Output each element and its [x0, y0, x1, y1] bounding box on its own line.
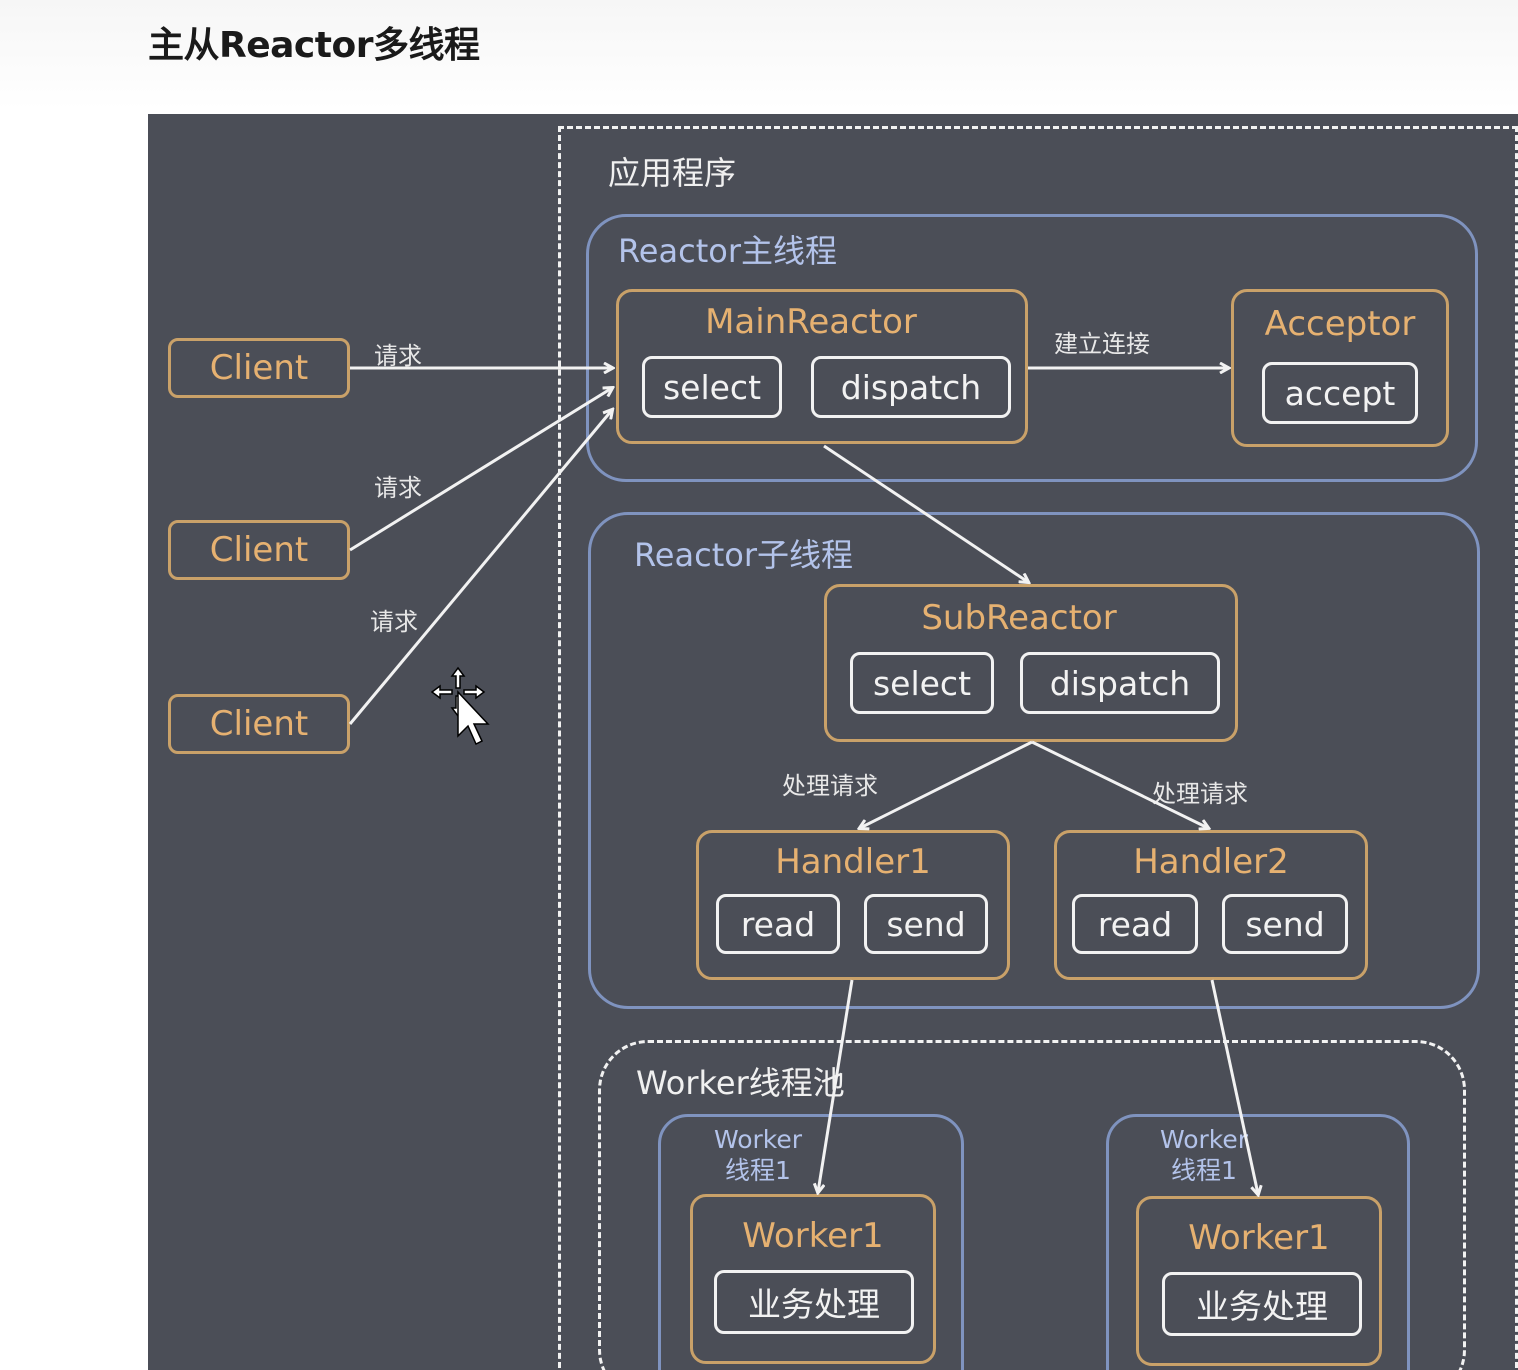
- handle-label-left: 处理请求: [782, 772, 878, 800]
- acceptor-title: Acceptor: [1264, 304, 1416, 344]
- handle-label-right: 处理请求: [1152, 780, 1248, 808]
- sub-reactor-select: select: [850, 652, 994, 714]
- handler1-send: send: [864, 894, 988, 954]
- page-title: 主从Reactor多线程: [148, 25, 480, 66]
- worker-pool-boundary: [598, 1040, 1466, 1370]
- main-reactor-title: MainReactor: [705, 302, 917, 342]
- sub-reactor-dispatch: dispatch: [1020, 652, 1220, 714]
- worker-thread-1-label-line2: 线程1: [725, 1156, 791, 1185]
- reactor-main-thread-group: [586, 214, 1478, 482]
- client-1: Client: [168, 338, 350, 398]
- worker-thread-group-1: [658, 1114, 964, 1370]
- worker-thread-2-label: Worker 线程1: [1134, 1124, 1274, 1186]
- worker-thread-1-label-line1: Worker: [713, 1125, 803, 1154]
- application-boundary: [558, 126, 1518, 1370]
- acceptor-box: [1231, 289, 1449, 447]
- client-3: Client: [168, 694, 350, 754]
- worker1-title-right: Worker1: [1188, 1218, 1330, 1258]
- worker-thread-2-label-line2: 线程1: [1171, 1156, 1237, 1185]
- sub-reactor-box: [824, 584, 1238, 742]
- main-reactor-dispatch: dispatch: [811, 356, 1011, 418]
- worker-thread-1-label: Worker 线程1: [688, 1124, 828, 1186]
- request-label-2: 请求: [374, 474, 422, 502]
- handler2-send: send: [1222, 894, 1348, 954]
- application-label: 应用程序: [608, 154, 737, 192]
- handler1-box: [696, 830, 1010, 980]
- acceptor-accept: accept: [1262, 362, 1418, 424]
- reactor-main-thread-label: Reactor主线程: [618, 232, 837, 270]
- request-label-1: 请求: [374, 342, 422, 370]
- worker1-title-left: Worker1: [742, 1216, 884, 1256]
- main-reactor-box: [616, 289, 1028, 444]
- worker-thread-2-label-line1: Worker: [1159, 1125, 1249, 1154]
- reactor-sub-thread-group: [588, 512, 1480, 1009]
- worker1-task-left: 业务处理: [714, 1270, 914, 1334]
- main-reactor-select: select: [642, 356, 782, 418]
- handler2-box: [1054, 830, 1368, 980]
- move-cursor-icon: [430, 666, 490, 746]
- page-header: 主从Reactor多线程: [0, 0, 1518, 110]
- worker-pool-label: Worker线程池: [636, 1064, 845, 1102]
- worker1-task-right: 业务处理: [1162, 1272, 1362, 1336]
- handler1-title: Handler1: [775, 842, 931, 882]
- sub-reactor-title: SubReactor: [921, 598, 1117, 638]
- handler1-read: read: [716, 894, 840, 954]
- request-label-3: 请求: [370, 608, 418, 636]
- handler2-read: read: [1072, 894, 1198, 954]
- reactor-sub-thread-label: Reactor子线程: [634, 536, 853, 574]
- handler2-title: Handler2: [1133, 842, 1289, 882]
- reactor-diagram: 应用程序 Reactor主线程 MainReactor select dispa…: [148, 114, 1518, 1370]
- connect-label: 建立连接: [1054, 330, 1150, 358]
- client-2: Client: [168, 520, 350, 580]
